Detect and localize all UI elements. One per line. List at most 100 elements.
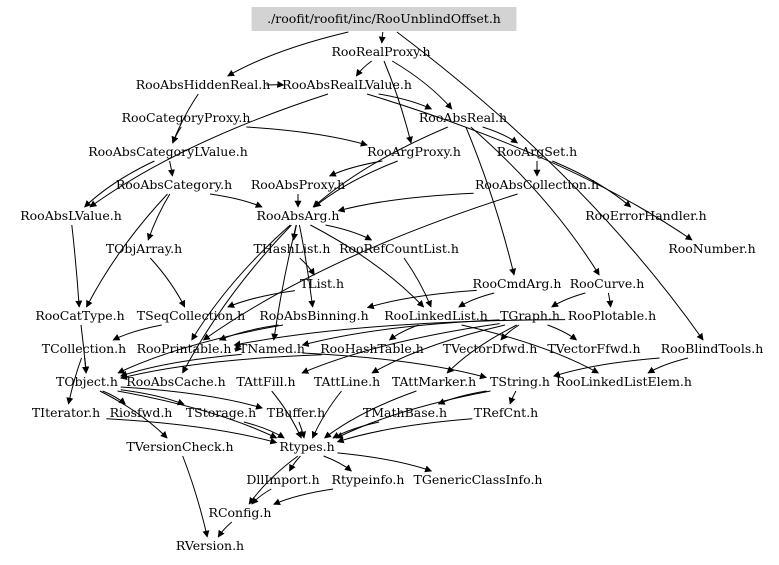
- edge-RConfig-to-RVersion: [217, 521, 233, 538]
- node-label: RooArgProxy.h: [367, 144, 461, 159]
- edge-root-to-RooRealProxy: [378, 31, 386, 44]
- node-label: TAttFill.h: [236, 374, 295, 389]
- node-label: RVersion.h: [176, 538, 244, 553]
- node-RooAbsCache[interactable]: RooAbsCache.h: [126, 374, 225, 389]
- node-RooAbsCollection[interactable]: RooAbsCollection.h: [475, 177, 599, 192]
- node-RVersion[interactable]: RVersion.h: [176, 538, 244, 553]
- node-label: RooAbsHiddenReal.h: [136, 77, 271, 92]
- node-label: RooBlindTools.h: [661, 341, 764, 356]
- node-label: TAttLine.h: [314, 374, 380, 389]
- node-RooAbsRealLValue[interactable]: RooAbsRealLValue.h: [282, 77, 412, 92]
- node-label: RooRefCountList.h: [339, 241, 459, 256]
- node-Riosfwd[interactable]: Riosfwd.h: [110, 405, 173, 420]
- node-TObject[interactable]: TObject.h: [56, 374, 118, 389]
- edge-RooAbsRealLValue-to-RooNumber: [366, 93, 693, 241]
- edge-TStorage-to-Rtypes: [243, 421, 285, 439]
- node-RooAbsCategoryLValue[interactable]: RooAbsCategoryLValue.h: [88, 144, 248, 159]
- node-DllImport[interactable]: DllImport.h: [246, 472, 319, 487]
- node-TVersionCheck[interactable]: TVersionCheck.h: [126, 439, 233, 454]
- edge-RooAbsReal-to-RooAbsArg: [312, 126, 448, 208]
- node-TGraph[interactable]: TGraph.h: [500, 308, 560, 323]
- edge-TGraph-to-TAttFill: [301, 323, 500, 374]
- node-TCollection[interactable]: TCollection.h: [42, 341, 126, 356]
- node-TSeqCollection[interactable]: TSeqCollection.h: [137, 308, 245, 323]
- node-label: RooAbsCache.h: [126, 374, 225, 389]
- node-TVectorFfwd[interactable]: TVectorFfwd.h: [547, 341, 640, 356]
- node-RooRealProxy[interactable]: RooRealProxy.h: [331, 44, 430, 59]
- edge-TNamed-to-TString: [302, 352, 487, 380]
- edge-TObject-to-TVersionCheck: [99, 390, 168, 439]
- edge-TList-to-TSeqCollection: [227, 290, 295, 308]
- edge-RooAbsReal-to-RooArgSet: [482, 126, 518, 144]
- node-TObjArray[interactable]: TObjArray.h: [106, 241, 182, 256]
- node-RooAbsArg[interactable]: RooAbsArg.h: [257, 208, 340, 223]
- node-TList[interactable]: TList.h: [300, 276, 344, 291]
- node-RooArgSet[interactable]: RooArgSet.h: [497, 144, 577, 159]
- node-TRefCnt[interactable]: TRefCnt.h: [474, 405, 538, 420]
- node-RooLinkedList[interactable]: RooLinkedList.h: [384, 308, 488, 323]
- node-label: RooAbsCategory.h: [116, 177, 232, 192]
- node-RooCategoryProxy[interactable]: RooCategoryProxy.h: [122, 110, 251, 125]
- node-RooAbsBinning[interactable]: RooAbsBinning.h: [259, 308, 368, 323]
- node-RooCurve[interactable]: RooCurve.h: [570, 276, 645, 291]
- node-RooArgProxy[interactable]: RooArgProxy.h: [367, 144, 461, 159]
- node-label: TObjArray.h: [106, 241, 182, 256]
- node-TAttLine[interactable]: TAttLine.h: [314, 374, 380, 389]
- edge-RooAbsBinning-to-TObject: [117, 324, 284, 374]
- node-TStorage[interactable]: TStorage.h: [186, 405, 256, 420]
- node-RooCatType[interactable]: RooCatType.h: [35, 308, 124, 323]
- node-TString[interactable]: TString.h: [490, 374, 550, 389]
- node-label: TString.h: [490, 374, 550, 389]
- edge-Rtypeinfo-to-RConfig: [273, 488, 334, 506]
- node-label: RooAbsLValue.h: [20, 208, 122, 223]
- node-RooNumber[interactable]: RooNumber.h: [668, 241, 755, 256]
- node-TVectorDfwd[interactable]: TVectorDfwd.h: [443, 341, 538, 356]
- edge-TBuffer-to-Rtypes: [298, 421, 307, 439]
- node-Rtypes[interactable]: Rtypes.h: [279, 439, 334, 454]
- edge-TObjArray-to-TSeqCollection: [149, 257, 186, 308]
- edge-RooCategoryProxy-to-RooAbsCategoryLValue: [171, 126, 182, 144]
- node-TMathBase[interactable]: TMathBase.h: [363, 405, 447, 420]
- node-Rtypeinfo[interactable]: Rtypeinfo.h: [332, 472, 405, 487]
- node-TGenericClassInfo[interactable]: TGenericClassInfo.h: [414, 472, 543, 487]
- node-TBuffer[interactable]: TBuffer.h: [267, 405, 325, 420]
- node-RooPlotable[interactable]: RooPlotable.h: [568, 308, 656, 323]
- node-RooLinkedListElem[interactable]: RooLinkedListElem.h: [556, 374, 692, 389]
- edge-TNamed-to-TObject: [120, 353, 242, 378]
- node-label: TVersionCheck.h: [126, 439, 233, 454]
- node-RooPrintable[interactable]: RooPrintable.h: [137, 341, 232, 356]
- node-RooAbsLValue[interactable]: RooAbsLValue.h: [20, 208, 122, 223]
- node-label: RooAbsCategoryLValue.h: [88, 144, 248, 159]
- node-THashList[interactable]: THashList.h: [254, 241, 331, 256]
- edge-RooRealProxy-to-RooAbsReal: [391, 60, 453, 110]
- node-label: RooPrintable.h: [137, 341, 232, 356]
- edges-layer: [66, 31, 704, 538]
- node-TAttFill[interactable]: TAttFill.h: [236, 374, 295, 389]
- node-RooHashTable[interactable]: RooHashTable.h: [320, 341, 424, 356]
- node-label: DllImport.h: [246, 472, 319, 487]
- edge-RooHashTable-to-TObject: [120, 354, 322, 380]
- edge-TIterator-to-Rtypes: [106, 418, 278, 445]
- node-RooBlindTools[interactable]: RooBlindTools.h: [661, 341, 764, 356]
- node-RConfig[interactable]: RConfig.h: [209, 505, 272, 520]
- edge-RooPlotable-to-RooPrintable: [233, 319, 566, 348]
- node-RooRefCountList[interactable]: RooRefCountList.h: [339, 241, 459, 256]
- node-TAttMarker[interactable]: TAttMarker.h: [392, 374, 476, 389]
- edge-TAttMarker-to-Rtypes: [324, 390, 417, 439]
- node-label: RooAbsRealLValue.h: [282, 77, 412, 92]
- node-label: RooCmdArg.h: [473, 276, 562, 291]
- node-RooAbsHiddenReal[interactable]: RooAbsHiddenReal.h: [136, 77, 271, 92]
- node-TNamed[interactable]: TNamed.h: [239, 341, 305, 356]
- edge-RooArgProxy-to-RooAbsArg: [313, 160, 398, 208]
- edge-TGraph-to-TVectorFfwd: [547, 324, 578, 341]
- node-root[interactable]: ./roofit/roofit/inc/RooUnblindOffset.h: [251, 7, 517, 31]
- node-RooAbsReal[interactable]: RooAbsReal.h: [419, 110, 507, 125]
- node-label: TRefCnt.h: [474, 405, 538, 420]
- node-RooCmdArg[interactable]: RooCmdArg.h: [473, 276, 562, 291]
- node-RooAbsCategory[interactable]: RooAbsCategory.h: [116, 177, 232, 192]
- edge-RooAbsReal-to-RooCmdArg: [465, 126, 517, 276]
- node-TIterator[interactable]: TIterator.h: [32, 405, 100, 420]
- node-RooErrorHandler[interactable]: RooErrorHandler.h: [585, 208, 706, 223]
- node-RooAbsProxy[interactable]: RooAbsProxy.h: [251, 177, 345, 192]
